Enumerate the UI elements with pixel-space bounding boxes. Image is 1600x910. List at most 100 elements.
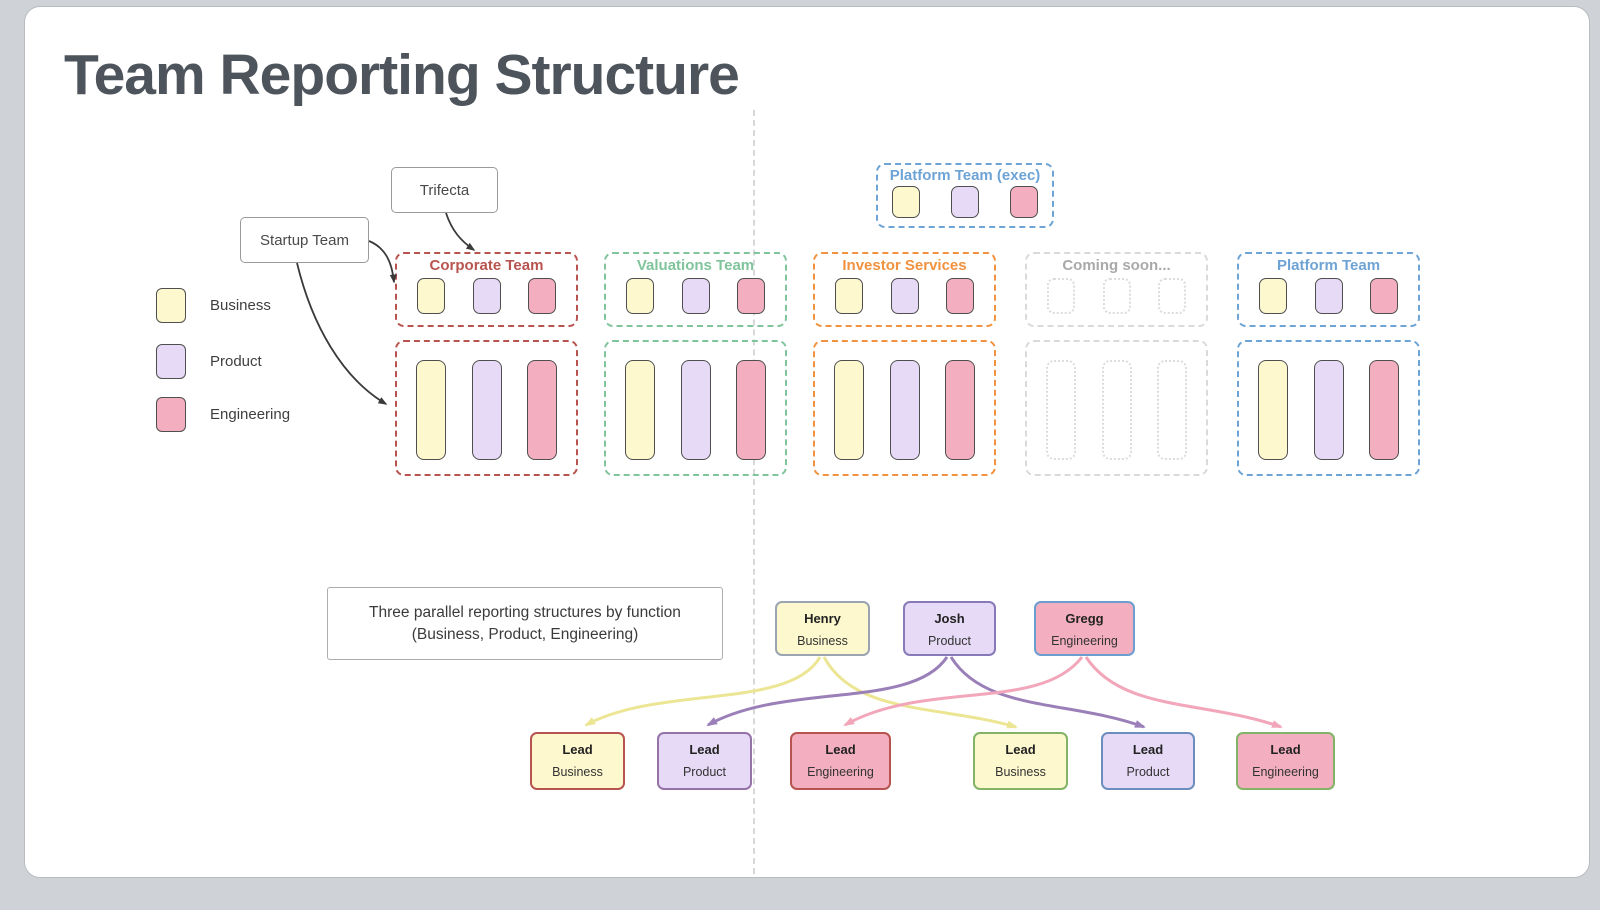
- lead-box-engineering-2[interactable]: Lead Engineering: [1236, 732, 1335, 790]
- engineering-swatch: [1370, 278, 1398, 314]
- business-bar: [1046, 360, 1076, 460]
- person-name: Gregg: [1065, 611, 1104, 626]
- legend-item-business: Business: [156, 288, 271, 323]
- team-body-box: [395, 340, 578, 476]
- team-title: Investor Services: [842, 257, 967, 274]
- team-body-box: [604, 340, 787, 476]
- person-name: Lead: [1270, 742, 1301, 757]
- product-swatch: [890, 278, 919, 314]
- person-role: Engineering: [807, 765, 874, 779]
- business-bar: [416, 360, 446, 460]
- engineering-bar: [1369, 360, 1399, 460]
- team-title: Coming soon...: [1062, 257, 1171, 274]
- product-bar: [889, 360, 920, 460]
- lead-box-product-1[interactable]: Lead Product: [657, 732, 752, 790]
- person-name: Lead: [825, 742, 856, 757]
- legend-label-engineering: Engineering: [210, 406, 291, 423]
- person-role: Product: [1126, 765, 1170, 779]
- product-swatch: [472, 278, 501, 314]
- team-body-box: [1237, 340, 1420, 476]
- page-title: Team Reporting Structure: [64, 43, 740, 107]
- person-name: Lead: [562, 742, 593, 757]
- manager-box-josh[interactable]: Josh Product: [903, 601, 996, 656]
- team-swatch-row: [1027, 278, 1206, 314]
- engineering-swatch: [946, 278, 974, 314]
- engineering-bar: [527, 360, 557, 460]
- business-swatch: [1259, 278, 1287, 314]
- person-name: Henry: [804, 611, 841, 626]
- note-line-1: Three parallel reporting structures by f…: [369, 604, 681, 621]
- product-swatch: [951, 186, 979, 218]
- manager-box-gregg[interactable]: Gregg Engineering: [1034, 601, 1135, 656]
- product-swatch[interactable]: [156, 344, 186, 379]
- lead-box-product-2[interactable]: Lead Product: [1101, 732, 1195, 790]
- team-swatch-row: [815, 278, 994, 314]
- note-box[interactable]: Three parallel reporting structures by f…: [327, 587, 723, 660]
- person-name: Lead: [1005, 742, 1036, 757]
- exec-swatch-row: [878, 186, 1052, 218]
- person-role: Business: [552, 765, 603, 779]
- engineering-bar: [736, 360, 766, 460]
- product-swatch: [1102, 278, 1131, 314]
- team-group-investor-services[interactable]: Investor Services: [813, 252, 996, 476]
- engineering-swatch: [1158, 278, 1186, 314]
- business-swatch: [835, 278, 863, 314]
- person-role: Business: [797, 634, 848, 648]
- team-group-valuations[interactable]: Valuations Team: [604, 252, 787, 476]
- engineering-bar: [945, 360, 975, 460]
- platform-team-exec-group[interactable]: Platform Team (exec): [876, 163, 1054, 228]
- business-bar: [625, 360, 655, 460]
- team-group-coming-soon[interactable]: Coming soon...: [1025, 252, 1208, 476]
- business-swatch: [1047, 278, 1075, 314]
- team-group-platform[interactable]: Platform Team: [1237, 252, 1420, 476]
- product-swatch: [1314, 278, 1343, 314]
- product-bar: [1101, 360, 1132, 460]
- note-line-2: (Business, Product, Engineering): [411, 626, 639, 643]
- engineering-swatch[interactable]: [156, 397, 186, 432]
- team-header-box: Coming soon...: [1025, 252, 1208, 327]
- team-header-box: Corporate Team: [395, 252, 578, 327]
- business-swatch: [892, 186, 920, 218]
- team-title: Valuations Team: [636, 257, 755, 274]
- team-header-box: Platform Team: [1237, 252, 1420, 327]
- legend-label-business: Business: [210, 297, 271, 314]
- product-swatch: [681, 278, 710, 314]
- team-title: Corporate Team: [429, 257, 544, 274]
- exec-team-title: Platform Team (exec): [889, 167, 1041, 184]
- legend-item-engineering: Engineering: [156, 397, 290, 432]
- team-swatch-row: [1239, 278, 1418, 314]
- business-bar: [834, 360, 864, 460]
- team-swatch-row: [606, 278, 785, 314]
- engineering-swatch: [1010, 186, 1038, 218]
- engineering-bar: [1157, 360, 1187, 460]
- team-group-corporate[interactable]: Corporate Team: [395, 252, 578, 476]
- lead-box-engineering-1[interactable]: Lead Engineering: [790, 732, 891, 790]
- team-swatch-row: [397, 278, 576, 314]
- legend-label-product: Product: [210, 353, 262, 370]
- lead-box-business-2[interactable]: Lead Business: [973, 732, 1068, 790]
- person-role: Business: [995, 765, 1046, 779]
- lead-box-business-1[interactable]: Lead Business: [530, 732, 625, 790]
- business-bar: [1258, 360, 1288, 460]
- person-name: Josh: [934, 611, 965, 626]
- person-name: Lead: [689, 742, 720, 757]
- team-header-box: Investor Services: [813, 252, 996, 327]
- startup-team-callout[interactable]: Startup Team: [240, 217, 369, 263]
- team-body-box: [1025, 340, 1208, 476]
- team-title: Platform Team: [1276, 257, 1381, 274]
- person-role: Engineering: [1051, 634, 1118, 648]
- person-name: Lead: [1132, 742, 1164, 757]
- business-swatch: [417, 278, 445, 314]
- person-role: Product: [682, 765, 727, 779]
- team-body-box: [813, 340, 996, 476]
- business-swatch[interactable]: [156, 288, 186, 323]
- team-header-box: Valuations Team: [604, 252, 787, 327]
- canvas-divider-line: [753, 110, 755, 874]
- engineering-swatch: [737, 278, 765, 314]
- product-bar: [1313, 360, 1344, 460]
- trifecta-callout[interactable]: Trifecta: [391, 167, 498, 213]
- legend-item-product: Product: [156, 344, 262, 379]
- manager-box-henry[interactable]: Henry Business: [775, 601, 870, 656]
- business-swatch: [626, 278, 654, 314]
